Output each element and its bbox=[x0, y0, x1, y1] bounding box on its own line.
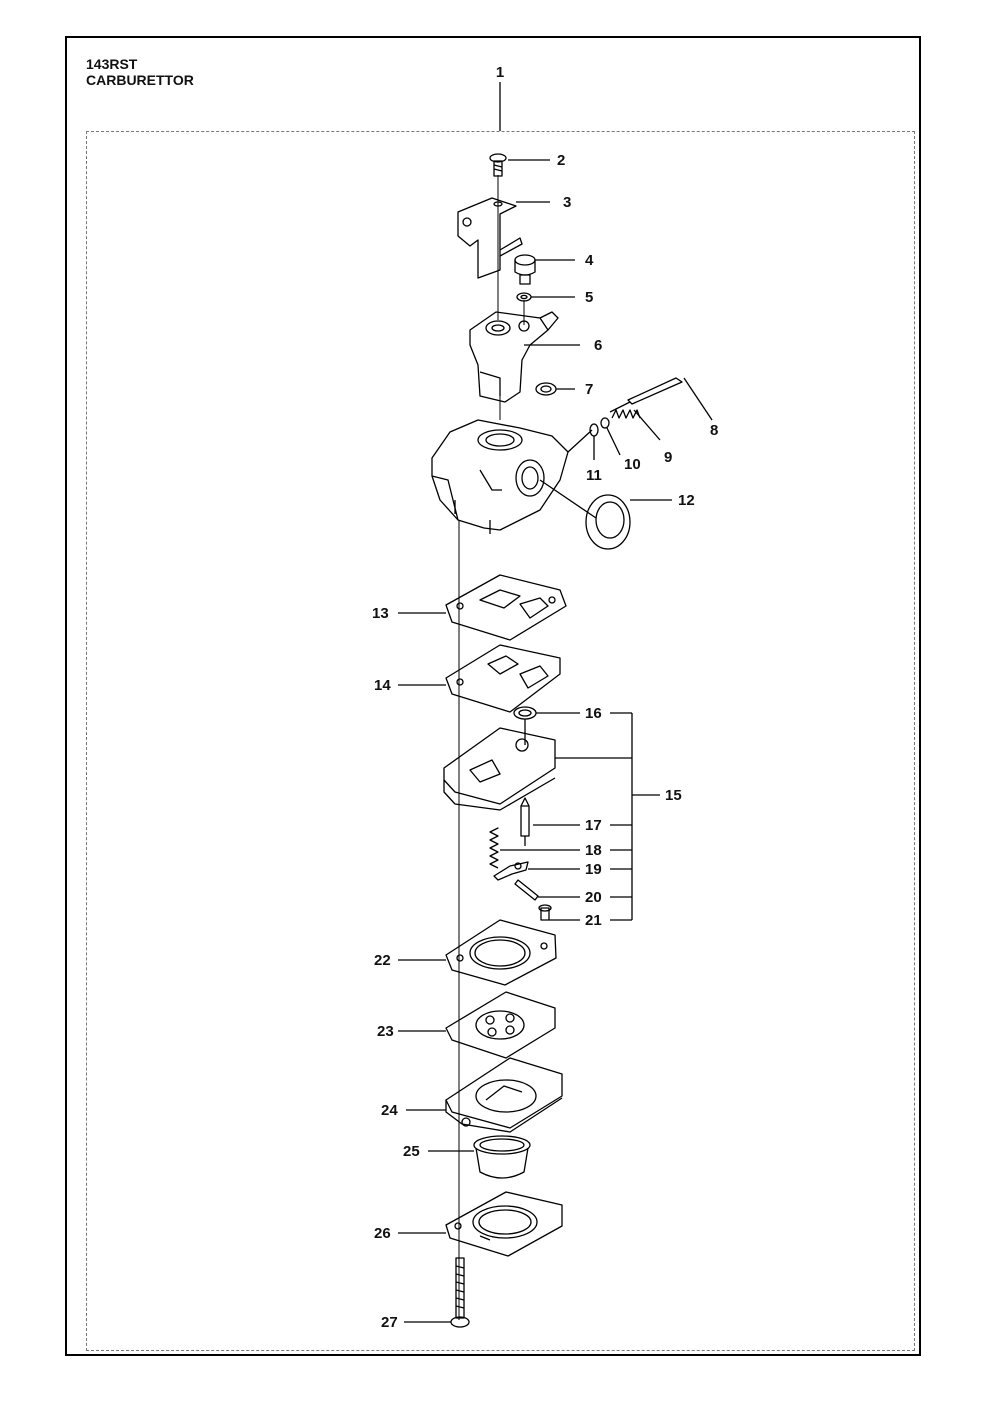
group-bracket-15 bbox=[610, 712, 660, 921]
part-5-washer bbox=[516, 292, 575, 302]
part-number: 1 bbox=[496, 64, 504, 81]
page-title: CARBURETTOR bbox=[86, 72, 194, 88]
part-number: 27 bbox=[381, 1314, 398, 1331]
part-number: 22 bbox=[374, 952, 391, 969]
part-number: 26 bbox=[374, 1225, 391, 1242]
part-20-pin bbox=[514, 879, 580, 901]
part-12-seal bbox=[539, 479, 672, 550]
part-number: 9 bbox=[664, 449, 672, 466]
part-number: 12 bbox=[678, 492, 695, 509]
part-number: 19 bbox=[585, 861, 602, 878]
part-number: 11 bbox=[586, 467, 602, 484]
part-2-screw bbox=[489, 153, 550, 177]
part-6-throttle-assembly bbox=[469, 311, 580, 403]
part-number: 21 bbox=[585, 912, 602, 929]
part-number: 15 bbox=[665, 787, 682, 804]
part-16-screen bbox=[513, 706, 580, 745]
part-number: 8 bbox=[710, 422, 718, 439]
part-26-plate bbox=[398, 1191, 563, 1257]
part-24-pump-cover bbox=[406, 1057, 563, 1133]
part-number: 13 bbox=[372, 605, 389, 622]
part-17-needle-valve bbox=[520, 797, 580, 846]
part-10-ring bbox=[600, 417, 621, 456]
part-number: 16 bbox=[585, 705, 602, 722]
part-4-adjust-screw bbox=[514, 254, 575, 285]
part-number: 14 bbox=[374, 677, 391, 694]
part-9-spring bbox=[611, 409, 661, 441]
part-18-spring bbox=[489, 827, 580, 869]
drawing-frame bbox=[65, 36, 921, 1356]
part-number: 25 bbox=[403, 1143, 420, 1160]
diagram-area bbox=[86, 131, 915, 1351]
part-number: 17 bbox=[585, 817, 602, 834]
part-number: 20 bbox=[585, 889, 602, 906]
part-22-gasket bbox=[398, 919, 557, 986]
part-27-screw bbox=[404, 1257, 470, 1328]
part-13-gasket bbox=[398, 574, 567, 641]
part-21-screw bbox=[538, 904, 580, 921]
part-number: 5 bbox=[585, 289, 593, 306]
part-15-pump-body bbox=[443, 727, 632, 811]
model-name: 143RST bbox=[86, 56, 138, 72]
part-number: 3 bbox=[563, 194, 571, 211]
part-11-washer bbox=[589, 423, 599, 460]
part-14-gasket bbox=[398, 644, 561, 713]
part-25-filter-cup bbox=[428, 1135, 531, 1179]
part-number: 4 bbox=[585, 252, 594, 269]
part-number: 6 bbox=[594, 337, 602, 354]
part-number: 10 bbox=[624, 456, 641, 473]
part-number: 24 bbox=[381, 1102, 398, 1119]
part-19-lever bbox=[493, 861, 580, 881]
part-number: 18 bbox=[585, 842, 602, 859]
part-number: 7 bbox=[585, 381, 593, 398]
part-number: 2 bbox=[557, 152, 565, 169]
part-7-o-ring bbox=[535, 382, 575, 396]
part-23-diaphragm bbox=[398, 991, 556, 1059]
carburettor-body bbox=[431, 419, 593, 534]
part-number: 23 bbox=[377, 1023, 394, 1040]
part-8-needle bbox=[609, 377, 713, 421]
part-3-bracket bbox=[457, 197, 550, 279]
